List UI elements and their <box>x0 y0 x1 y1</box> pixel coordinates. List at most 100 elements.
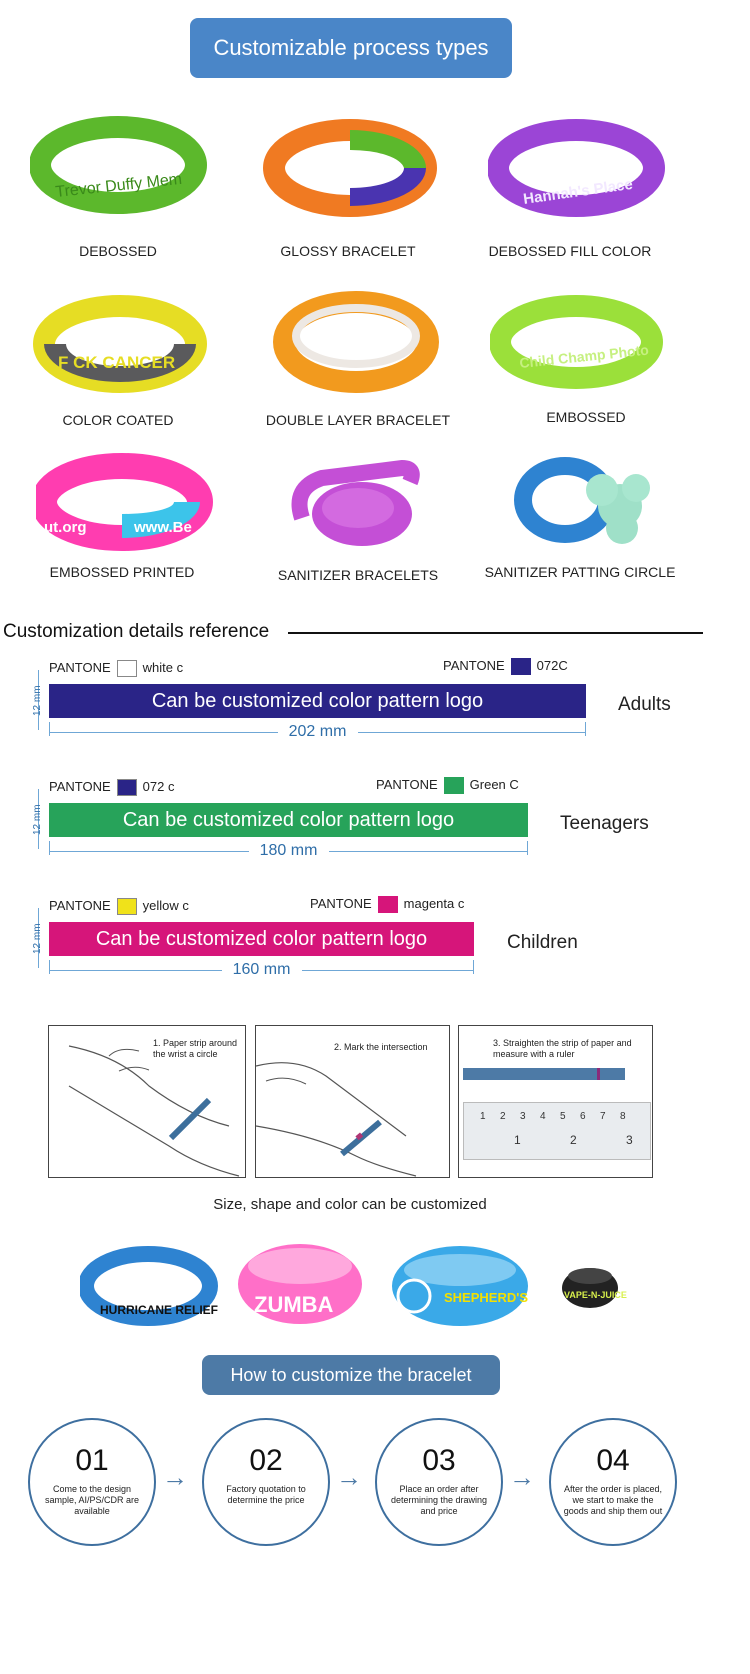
sample-vape-ring: VAPE-N-JUICE <box>562 1268 627 1308</box>
caption-double-layer-bracelet: DOUBLE LAYER BRACELET <box>265 412 451 428</box>
ruler-cm-number: 7 <box>600 1111 606 1122</box>
paper-strip <box>463 1068 625 1080</box>
debossed-fill-bracelet-image: Hannah's Place <box>488 119 665 217</box>
pantone-left-label: PANTONE <box>49 898 111 913</box>
ruler-cm-number: 8 <box>620 1111 626 1122</box>
sample-zumba: ZUMBA <box>238 1244 362 1324</box>
pantone-left-swatch <box>116 660 137 678</box>
length-tick-right <box>473 960 474 974</box>
sample-text-3: SHEPHERD'S <box>444 1290 528 1305</box>
sanitizer-patting-circle-image <box>514 457 650 544</box>
measure-panel-1: 1. Paper strip around the wrist a circle <box>48 1025 246 1178</box>
caption-debossed-fill-color: DEBOSSED FILL COLOR <box>488 243 652 259</box>
pantone-left-name: 072 c <box>142 779 175 794</box>
length-tick-left <box>49 960 50 974</box>
pantone-left: PANTONE yellow c <box>49 898 189 916</box>
embossed-bracelet-image: Child Champ Photo <box>490 295 663 389</box>
step-number: 01 <box>75 1444 109 1477</box>
pantone-left-label: PANTONE <box>49 660 111 675</box>
details-title-rule <box>288 632 703 634</box>
custom-note: Size, shape and color can be customized <box>213 1196 487 1213</box>
length-tick-left <box>49 722 50 736</box>
pantone-left: PANTONE white c <box>49 660 184 678</box>
pantone-left-name: yellow c <box>142 898 189 913</box>
pantone-right-swatch <box>510 658 531 676</box>
banner-title: Customizable process types <box>213 35 489 60</box>
pantone-left-name: white c <box>142 660 184 675</box>
ruler-cm-number: 3 <box>520 1111 526 1122</box>
age-group-label: Teenagers <box>560 813 649 834</box>
pantone-right-swatch <box>377 896 398 914</box>
ruler-cm-number: 6 <box>580 1111 586 1122</box>
step-arrow-icon: → <box>509 1462 535 1492</box>
pantone-right-label: PANTONE <box>443 658 505 673</box>
step-text: Factory quotation to determine the price <box>226 1484 306 1505</box>
color-bar: Can be customized color pattern logo <box>49 803 528 837</box>
length-dimension-label: 202 mm <box>277 723 358 741</box>
step-text: Place an order after determining the dra… <box>390 1484 488 1516</box>
pantone-left-swatch <box>116 779 137 797</box>
how-to-banner: How to customize the bracelet <box>202 1355 500 1395</box>
pantone-right-label: PANTONE <box>376 777 438 792</box>
embossed-printed-text-1: ut.org <box>44 519 87 536</box>
step-arrow-icon: → <box>336 1462 362 1492</box>
glossy-bracelet-image <box>263 119 437 217</box>
length-tick-right <box>527 841 528 855</box>
ruler-cm-number: 4 <box>540 1111 546 1122</box>
color-bar: Can be customized color pattern logo <box>49 922 474 956</box>
ruler-cm-number: 1 <box>480 1111 486 1122</box>
caption-color-coated: COLOR COATED <box>62 412 174 428</box>
pantone-left-swatch <box>116 898 137 916</box>
step-text: After the order is placed, we start to m… <box>563 1484 663 1516</box>
caption-sanitizer-patting-circle: SANITIZER PATTING CIRCLE <box>484 564 676 580</box>
pantone-right-name: magenta c <box>403 896 465 911</box>
sample-hurricane-relief: HURRICANE RELIEF <box>80 1246 218 1326</box>
caption-glossy-bracelet: GLOSSY BRACELET <box>280 243 416 259</box>
width-dimension-label: 12 mm <box>32 923 43 954</box>
wrist-drawing-2 <box>256 1062 417 1177</box>
how-to-title: How to customize the bracelet <box>230 1365 472 1385</box>
length-dimension-label: 180 mm <box>248 842 329 860</box>
length-dimension-label: 160 mm <box>221 961 302 979</box>
process-types-banner: Customizable process types <box>190 18 512 78</box>
wrist-drawing-1 <box>68 1045 240 1177</box>
step-number: 02 <box>249 1444 283 1477</box>
step-arrow-icon: → <box>162 1462 188 1492</box>
ruler-cm-number: 5 <box>560 1111 566 1122</box>
caption-embossed: EMBOSSED <box>546 409 626 425</box>
ruler-inch-number: 1 <box>514 1133 521 1147</box>
width-dimension-label: 12 mm <box>32 804 43 835</box>
pantone-right-swatch <box>443 777 464 795</box>
sample-text-2: ZUMBA <box>254 1292 334 1317</box>
width-dimension-line <box>38 789 39 849</box>
pantone-right: PANTONE Green C <box>376 777 519 795</box>
embossed-printed-text-2: www.Be <box>133 519 192 536</box>
pantone-left: PANTONE 072 c <box>49 779 175 797</box>
caption-embossed-printed: EMBOSSED PRINTED <box>49 564 195 580</box>
color-bar: Can be customized color pattern logo <box>49 684 586 718</box>
pantone-left-label: PANTONE <box>49 779 111 794</box>
width-dimension-line <box>38 670 39 730</box>
strip-mark <box>597 1068 600 1080</box>
width-dimension-line <box>38 908 39 968</box>
length-tick-right <box>585 722 586 736</box>
caption-debossed: DEBOSSED <box>79 243 157 259</box>
age-group-label: Children <box>507 932 578 953</box>
ruler-cm-number: 2 <box>500 1111 506 1122</box>
ruler-inch-number: 2 <box>570 1133 577 1147</box>
measure-panel-3: 3. Straighten the strip of paper and mea… <box>458 1025 653 1178</box>
color-coated-bracelet-image: F CK CANCER <box>33 295 207 393</box>
sample-shepherds: SHEPHERD'S <box>392 1246 528 1326</box>
pantone-right-name: Green C <box>469 777 519 792</box>
measure-step-1: 1. Paper strip around the wrist a circle <box>153 1038 238 1059</box>
step-text: Come to the design sample, AI/PS/CDR are… <box>44 1484 140 1516</box>
color-coated-text: F CK CANCER <box>58 353 175 372</box>
embossed-printed-bracelet-image: ut.org www.Be <box>36 453 213 551</box>
